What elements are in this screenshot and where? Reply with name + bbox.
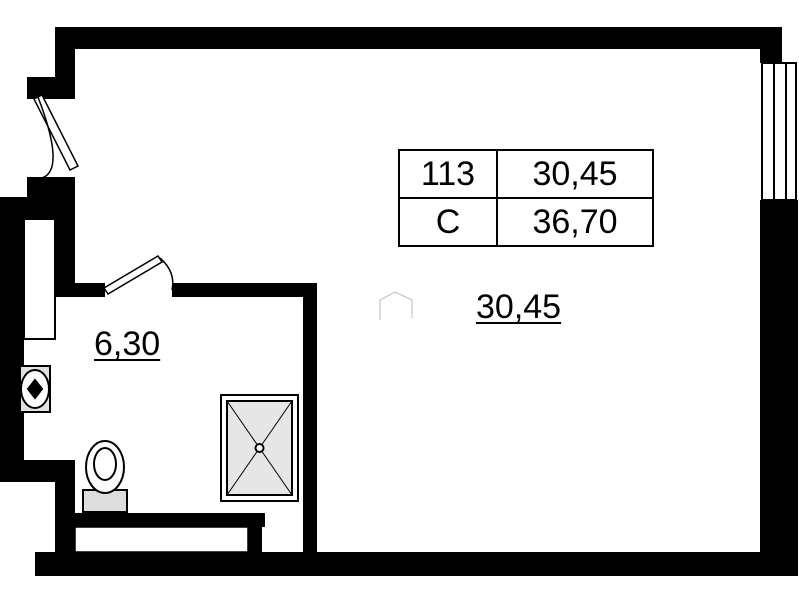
left-niche [23,218,56,340]
entrance-door-swing [37,96,54,179]
right-wall-upper [760,27,782,63]
sink [19,365,51,413]
left-wall [55,177,75,297]
bottom-wall [35,552,798,576]
sink-drain [26,378,44,400]
bathroom-top-wall-left [55,283,105,297]
total-area-value: 36,70 [496,197,654,247]
bathroom-area-label: 6,30 [94,325,161,363]
main-room-area-label: 30,45 [476,288,562,326]
bathroom-door [102,254,174,296]
bathroom-walls [55,283,317,563]
apartment-number: 113 [398,149,498,199]
left-wall-top-stub [55,27,75,93]
bathroom-bottom-wall [55,513,265,527]
bathroom-door-leaf [102,254,164,296]
bathroom-top-wall-right [172,283,317,297]
entrance-jamb-top [27,77,75,99]
bathroom-lower-partition [248,513,262,558]
toilet-seat [93,447,117,481]
left-niche-wall-top [0,197,75,219]
entrance-door-leaf [32,93,80,172]
bathroom-door-swing [159,257,174,291]
shower-drain [254,443,265,453]
outer-walls [0,27,798,576]
info-row: 113 30,45 [398,149,654,199]
bathroom-left-wall [0,345,20,480]
window [761,62,797,201]
lower-storage [74,526,249,553]
right-wall-lower [760,200,798,576]
faint-mark [379,291,413,320]
entrance-door [32,93,80,179]
info-row: С 36,70 [398,197,654,247]
apartment-type: С [398,197,498,247]
living-area-value: 30,45 [496,149,654,199]
window-frame [761,62,797,201]
bathroom-right-wall [303,283,317,563]
apartment-info-table: 113 30,45 С 36,70 [398,149,654,247]
shower-tray [220,394,299,502]
top-wall [55,27,780,49]
toilet [82,440,128,513]
faint-mark-line [379,291,413,320]
